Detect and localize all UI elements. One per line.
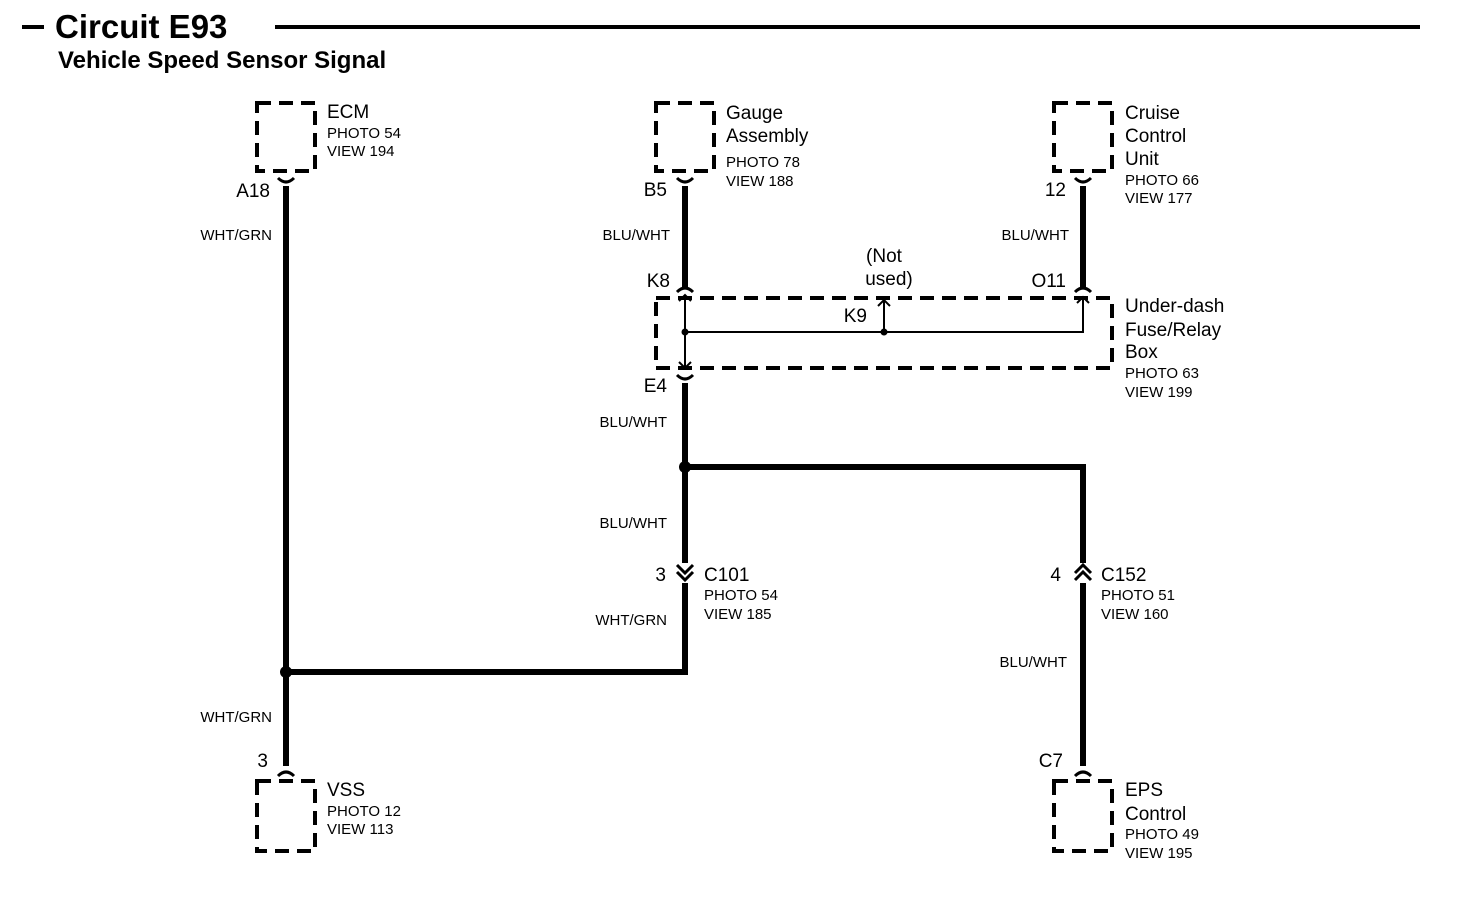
c101-to-vss-wire	[286, 583, 688, 675]
wire-label-c101: WHT/GRN	[595, 612, 667, 629]
eps-pin: C7	[1039, 751, 1063, 772]
gauge-view: VIEW 188	[726, 173, 794, 190]
fuse-box-internal-bus	[685, 297, 1084, 333]
wire-label-e4: BLU/WHT	[600, 414, 668, 431]
c101-connector-lower	[675, 570, 695, 583]
fuse-box	[654, 296, 1114, 370]
eps-name-1: EPS	[1125, 780, 1163, 801]
gauge-box	[654, 101, 716, 173]
pin-k8: K8	[647, 271, 670, 292]
ecm-pin: A18	[236, 181, 270, 202]
gauge-name-1: Gauge	[726, 103, 783, 124]
c101-name: C101	[704, 565, 749, 586]
branch-to-c152-wire	[685, 464, 1086, 563]
vss-photo: PHOTO 12	[327, 803, 401, 820]
ecm-connector	[276, 176, 296, 184]
c101-pin: 3	[655, 565, 666, 586]
wire-label-c152: BLU/WHT	[1000, 654, 1068, 671]
vss-name: VSS	[327, 780, 365, 801]
vss-view: VIEW 113	[327, 821, 393, 838]
wire-label-ecm: WHT/GRN	[200, 227, 272, 244]
wire-label-cruise: BLU/WHT	[1002, 227, 1070, 244]
page-title: Circuit E93	[55, 8, 227, 45]
ecm-photo: PHOTO 54	[327, 125, 401, 142]
fuse-box-view: VIEW 199	[1125, 384, 1193, 401]
fuse-box-photo: PHOTO 63	[1125, 365, 1199, 382]
fuse-box-name-3: Box	[1125, 342, 1158, 363]
c101-view: VIEW 185	[704, 606, 772, 623]
cruise-connector	[1073, 176, 1093, 184]
eps-connector	[1073, 770, 1093, 778]
ecm-view: VIEW 194	[327, 143, 395, 160]
ecm-name: ECM	[327, 102, 369, 123]
e4-connector	[675, 373, 695, 381]
o11-connector	[1073, 286, 1093, 294]
c152-photo: PHOTO 51	[1101, 587, 1175, 604]
pin-e4: E4	[644, 376, 668, 397]
cruise-name-3: Unit	[1125, 149, 1160, 170]
c101-photo: PHOTO 54	[704, 587, 778, 604]
o11-arrow	[1076, 295, 1090, 304]
gauge-name-2: Assembly	[726, 126, 809, 147]
cruise-box	[1052, 101, 1114, 173]
wire-label-vss: WHT/GRN	[200, 709, 272, 726]
cruise-pin: 12	[1045, 180, 1066, 201]
gauge-connector	[675, 176, 695, 184]
eps-name-2: Control	[1125, 804, 1186, 825]
cruise-name-1: Cruise	[1125, 103, 1180, 124]
cruise-name-2: Control	[1125, 126, 1186, 147]
not-used-line-2: used)	[865, 269, 913, 290]
c101-connector-upper	[675, 563, 695, 576]
not-used-line-1: (Not	[866, 246, 903, 267]
fuse-box-name-2: Fuse/Relay	[1125, 320, 1222, 341]
fuse-box-splice-left	[681, 328, 689, 336]
fuse-box-splice-k9	[880, 328, 888, 336]
eps-photo: PHOTO 49	[1125, 826, 1199, 843]
gauge-photo: PHOTO 78	[726, 154, 800, 171]
gauge-pin: B5	[644, 180, 667, 201]
wire-label-to-c101: BLU/WHT	[600, 515, 668, 532]
pin-k9: K9	[844, 306, 867, 327]
c152-pin: 4	[1050, 565, 1061, 586]
vss-pin: 3	[257, 751, 268, 772]
eps-view: VIEW 195	[1125, 845, 1193, 862]
cruise-view: VIEW 177	[1125, 190, 1193, 207]
page-subtitle: Vehicle Speed Sensor Signal	[58, 47, 386, 74]
c152-view: VIEW 160	[1101, 606, 1169, 623]
k8-connector	[675, 286, 695, 294]
vss-box	[255, 779, 317, 853]
c152-connector-lower	[1073, 569, 1093, 582]
c152-name: C152	[1101, 565, 1146, 586]
k8-arrow	[678, 293, 692, 302]
ecm-box	[255, 101, 317, 173]
vss-connector	[276, 770, 296, 778]
cruise-photo: PHOTO 66	[1125, 172, 1199, 189]
fuse-box-name-1: Under-dash	[1125, 296, 1224, 317]
e4-arrow	[678, 361, 692, 370]
c152-connector-upper	[1073, 562, 1093, 575]
wire-label-gauge: BLU/WHT	[603, 227, 671, 244]
pin-o11: O11	[1031, 271, 1066, 292]
eps-box	[1052, 779, 1114, 853]
k9-arrow	[877, 298, 891, 307]
